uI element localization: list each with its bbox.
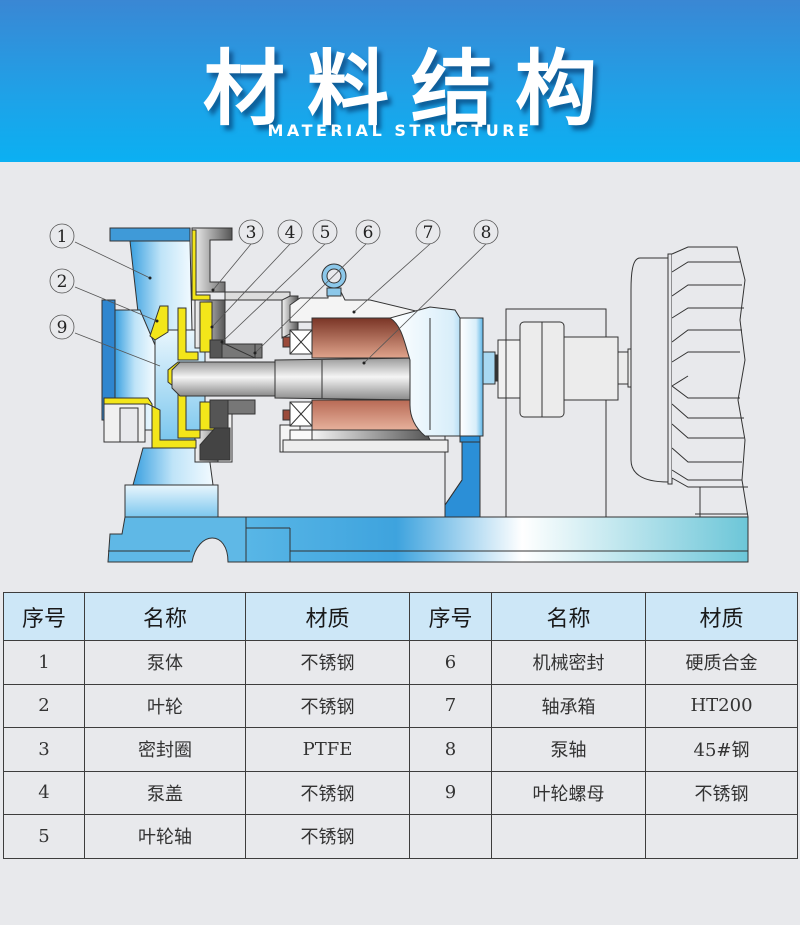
svg-text:2: 2 [57,272,68,292]
lifting-eye [321,263,347,297]
cell-name: 叶轮轴 [84,814,246,859]
svg-text:9: 9 [57,318,68,338]
cell-name: 叶轮 [84,683,246,728]
cell-no [409,814,492,859]
cell-material: HT200 [645,683,798,728]
callout-8 [473,219,499,245]
callout-1 [49,223,75,249]
svg-text:7: 7 [423,223,434,243]
cell-no: 7 [409,683,492,728]
cell-material: 不锈钢 [245,814,410,859]
table-header-row: 序号 名称 材质 序号 名称 材质 [3,592,798,641]
cell-no: 1 [3,640,85,685]
materials-table: 序号 名称 材质 序号 名称 材质 1 泵体 不锈钢 6 机械密封 硬质合金 2… [3,592,798,859]
cell-no: 3 [3,727,85,772]
callout-3 [238,219,264,245]
pump-cross-section-diagram: 1 2 9 3 4 5 6 7 8 [0,162,800,587]
table-row: 3 密封圈 PTFE 8 泵轴 45#钢 [3,727,798,772]
page-subtitle: MATERIAL STRUCTURE [267,121,533,140]
callout-7 [415,219,441,245]
base-plate [107,484,749,563]
svg-text:5: 5 [320,223,331,243]
header-no: 序号 [409,592,492,641]
table-row: 2 叶轮 不锈钢 7 轴承箱 HT200 [3,683,798,728]
callout-4 [277,219,303,245]
cell-no: 9 [409,770,492,815]
motor [630,246,749,518]
cell-name: 泵体 [84,640,246,685]
seal-area [199,339,263,461]
table-row: 4 泵盖 不锈钢 9 叶轮螺母 不锈钢 [3,770,798,815]
cell-name: 泵轴 [491,727,646,772]
header-name: 名称 [491,592,646,641]
header-no: 序号 [3,592,85,641]
cell-name: 叶轮螺母 [491,770,646,815]
callout-9 [49,314,75,340]
cell-material: 不锈钢 [645,770,798,815]
bearing-cover [282,306,484,518]
cell-name: 泵盖 [84,770,246,815]
page-title: 材料结构 [202,42,619,137]
svg-text:1: 1 [57,227,68,247]
cell-material: 硬质合金 [645,640,798,685]
table-row: 5 叶轮轴 不锈钢 [3,814,798,859]
cell-material: 不锈钢 [245,640,410,685]
cell-material: PTFE [245,727,410,772]
header-banner: 材料结构 MATERIAL STRUCTURE [0,0,800,162]
callout-5 [312,219,338,245]
callouts [74,241,487,367]
header-name: 名称 [84,592,246,641]
cell-name: 密封圈 [84,727,246,772]
cell-material: 45#钢 [645,727,798,772]
table-row: 1 泵体 不锈钢 6 机械密封 硬质合金 [3,640,798,685]
cell-no: 5 [3,814,85,859]
cell-material: 不锈钢 [245,683,410,728]
callout-2 [49,268,75,294]
cell-no: 8 [409,727,492,772]
cell-material [645,814,798,859]
svg-text:6: 6 [363,223,374,243]
cell-no: 4 [3,770,85,815]
svg-text:8: 8 [481,223,492,243]
coupling [482,308,632,518]
header-material: 材质 [645,592,798,641]
svg-text:3: 3 [246,223,257,243]
cell-no: 6 [409,640,492,685]
cell-name: 机械密封 [491,640,646,685]
svg-text:4: 4 [285,223,296,243]
cell-material: 不锈钢 [245,770,410,815]
callout-6 [355,219,381,245]
cell-name: 轴承箱 [491,683,646,728]
cell-no: 2 [3,683,85,728]
cell-name [491,814,646,859]
pump-shaft [171,357,421,401]
header-material: 材质 [245,592,410,641]
